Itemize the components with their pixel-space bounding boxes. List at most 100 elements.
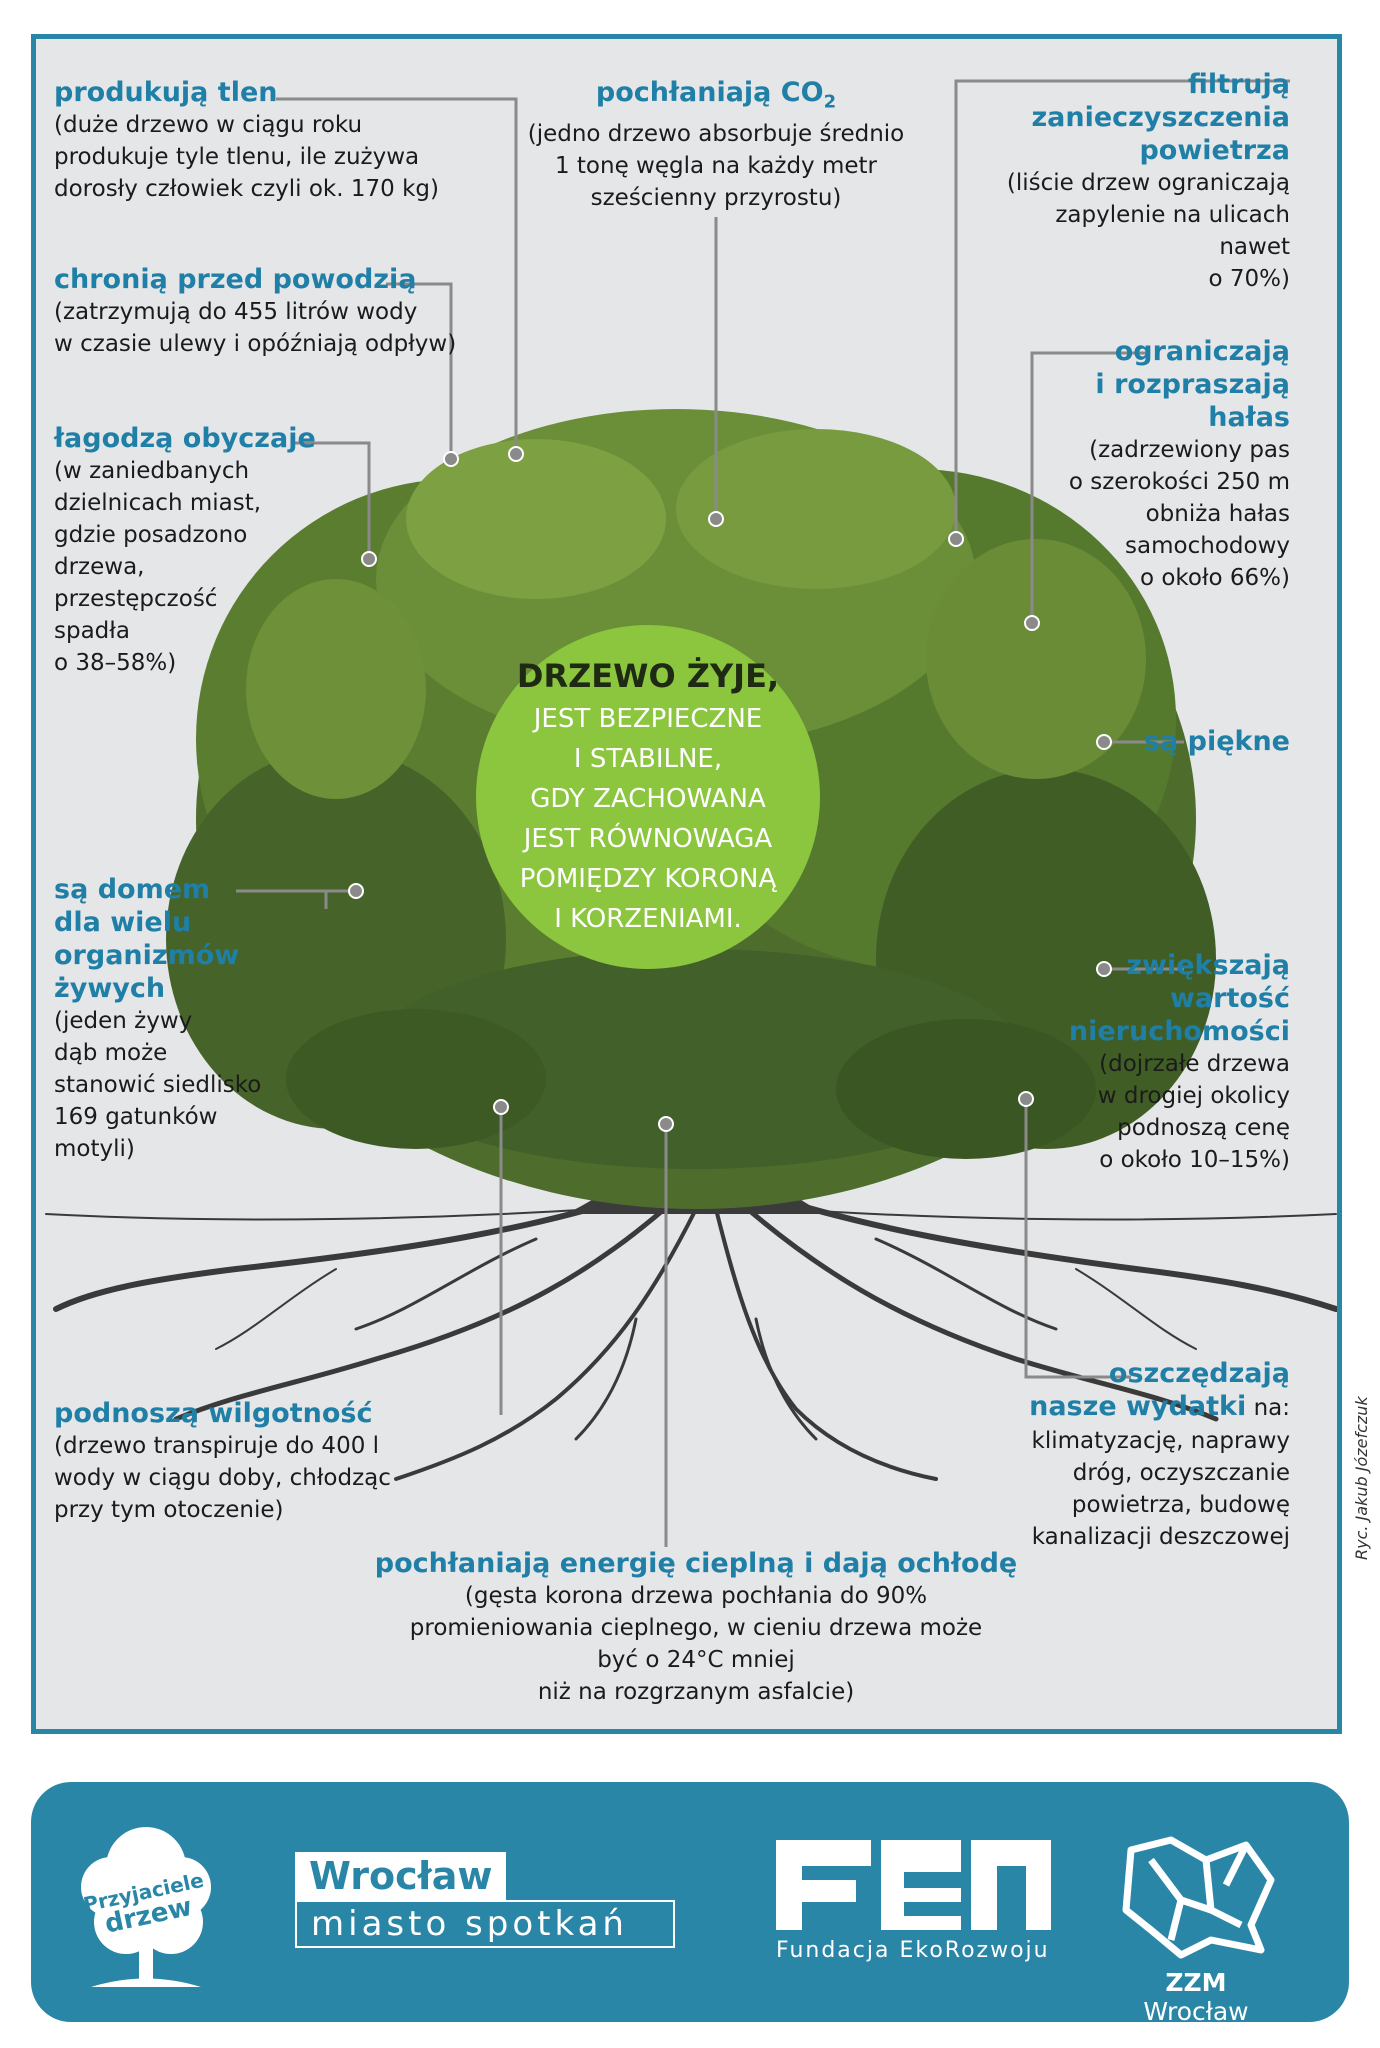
heading-home-4: żywych	[54, 973, 166, 1004]
heading-noise-2: i rozpraszają hałas	[1095, 369, 1290, 433]
label-flood: chronią przed powodzią (zatrzymują do 45…	[54, 263, 456, 360]
desc-manners-2: dzielnicach miast,	[54, 490, 262, 516]
label-co2: pochłaniają CO2 (jedno drzewo absorbuje …	[516, 76, 916, 214]
label-filter: filtrują zanieczyszczenia powietrza (liś…	[996, 68, 1290, 295]
desc-manners-7: o 38–58%)	[54, 650, 177, 676]
zzm-logo-icon	[1122, 1836, 1275, 1959]
desc-flood-2: w czasie ulewy i opóźniają odpływ)	[54, 331, 457, 357]
desc-manners-6: spadła	[54, 618, 130, 644]
heading-filter-2: zanieczyszczenia	[1031, 102, 1290, 133]
desc-home-2: dąb może	[54, 1040, 168, 1066]
desc-savings-3: powietrza, budowę	[1071, 1492, 1290, 1518]
desc-manners-3: gdzie posadzono	[54, 522, 248, 548]
desc-oxygen-1: (duże drzewo w ciągu roku	[54, 112, 363, 138]
heading-noise-1: ograniczają	[1114, 336, 1290, 367]
desc-noise-1: (zadrzewiony pas	[1089, 437, 1290, 463]
wroclaw-logo-top: Wrocław	[295, 1852, 507, 1900]
zzm-bold-text: ZZM	[1165, 1968, 1227, 1997]
feri-logo: feri Fundacja EkoRozwoju	[776, 1840, 1056, 1963]
desc-home-1: (jeden żywy	[54, 1008, 193, 1034]
center-line-1: JEST BEZPIECZNE	[533, 703, 763, 734]
heading-co2-subscript: 2	[823, 91, 837, 113]
label-value: zwiększają wartość nieruchomości (dojrza…	[1056, 949, 1290, 1176]
label-beauty: są piękne	[1136, 725, 1290, 758]
label-humidity: podnoszą wilgotność (drzewo transpiruje …	[54, 1397, 391, 1526]
desc-co2-1: (jedno drzewo absorbuje średnio	[527, 121, 905, 148]
label-noise: ograniczają i rozpraszają hałas (zadrzew…	[1036, 335, 1290, 594]
heading-flood: chronią przed powodzią	[54, 264, 417, 295]
heading-savings-2: nasze wydatki	[1029, 1391, 1247, 1422]
label-manners: łagodzą obyczaje (w zaniedbanych dzielni…	[54, 422, 316, 679]
desc-heat-1: (gęsta korona drzewa pochłania do 90%	[464, 1583, 928, 1609]
heading-co2: pochłaniają CO	[595, 77, 824, 108]
desc-value-2: w drogiej okolicy	[1097, 1083, 1290, 1109]
desc-heat-4: niż na rozgrzanym asfalcie)	[537, 1679, 855, 1705]
infographic-panel: produkują tlen (duże drzewo w ciągu roku…	[31, 34, 1342, 1734]
heading-home-2: dla wielu	[54, 907, 192, 938]
desc-flood-1: (zatrzymują do 455 litrów wody	[54, 299, 418, 325]
desc-savings-1: klimatyzację, naprawy	[1031, 1428, 1290, 1454]
zzm-wroclaw-logo: ZZM Wrocław	[1111, 1830, 1281, 2026]
label-heat: pochłaniają energię cieplną i dają ochło…	[316, 1547, 1076, 1708]
heading-value-1: zwiększają	[1126, 950, 1290, 981]
heading-beauty: są piękne	[1143, 726, 1290, 757]
center-title-tail: ,	[766, 656, 780, 695]
desc-home-4: 169 gatunków	[54, 1104, 218, 1130]
desc-manners-5: przestępczość	[54, 586, 218, 612]
label-savings: oszczędzają nasze wydatki na: klimatyzac…	[996, 1357, 1290, 1553]
label-oxygen: produkują tlen (duże drzewo w ciągu roku…	[54, 76, 439, 205]
desc-home-3: stanowić siedlisko	[54, 1072, 262, 1098]
desc-oxygen-3: dorosły człowiek czyli ok. 170 kg)	[54, 176, 439, 202]
heading-humidity: podnoszą wilgotność	[54, 1398, 373, 1429]
desc-value-4: o około 10–15%)	[1099, 1147, 1290, 1173]
desc-home-5: motyli)	[54, 1136, 135, 1162]
desc-filter-2: zapylenie na ulicach nawet	[1055, 202, 1290, 260]
center-line-2: I STABILNE,	[573, 743, 723, 774]
heading-manners: łagodzą obyczaje	[54, 423, 316, 454]
heading-value-3: nieruchomości	[1068, 1016, 1290, 1047]
heading-savings-tail: na:	[1246, 1395, 1290, 1421]
footer-logos-bar: Przyjaciele drzew Wrocław miasto spotkań…	[31, 1782, 1349, 2026]
center-line-6: I KORZENIAMI.	[554, 903, 742, 934]
center-line-5: POMIĘDZY KORONĄ	[519, 863, 777, 894]
label-home: są domem dla wielu organizmów żywych (je…	[54, 873, 261, 1165]
heading-home-3: organizmów	[54, 940, 240, 971]
desc-manners-1: (w zaniedbanych	[54, 458, 250, 484]
desc-savings-2: dróg, oczyszczanie	[1072, 1460, 1290, 1486]
illustration-credit: Ryc. Jakub Józefczuk	[1352, 1396, 1371, 1560]
roots-illustration	[45, 1186, 1337, 1481]
connector-lines	[236, 79, 1290, 1547]
wroclaw-logo-bottom: miasto spotkań	[295, 1900, 675, 1948]
przyjaciele-drzew-logo: Przyjaciele drzew	[71, 1812, 221, 2002]
desc-co2-3: sześcienny przyrostu)	[590, 185, 842, 212]
desc-filter-3: o 70%)	[1208, 266, 1290, 292]
heading-oxygen: produkują tlen	[54, 77, 278, 108]
desc-noise-2: o szerokości 250 m	[1068, 469, 1290, 495]
heading-filter-1: filtrują	[1187, 69, 1290, 100]
wroclaw-logo: Wrocław miasto spotkań	[295, 1852, 675, 1948]
desc-co2-2: 1 tonę węgla na każdy metr	[554, 153, 878, 180]
desc-value-1: (dojrzałe drzewa	[1099, 1051, 1290, 1077]
desc-humidity-1: (drzewo transpiruje do 400 l	[54, 1433, 380, 1459]
zzm-rest-text: Wrocław	[1143, 1997, 1249, 2026]
center-message-circle: DRZEWO ŻYJE, JEST BEZPIECZNE I STABILNE,…	[476, 625, 820, 969]
desc-filter-1: (liście drzew ograniczają	[1006, 170, 1290, 196]
desc-heat-3: być o 24°C mniej	[597, 1647, 795, 1673]
desc-noise-4: samochodowy	[1125, 533, 1290, 559]
feri-logo-mark: feri	[776, 1840, 1051, 1930]
tree-logo-icon	[81, 1827, 211, 1987]
desc-noise-5: o około 66%)	[1139, 565, 1290, 591]
desc-heat-2: promieniowania cieplnego, w cieniu drzew…	[409, 1615, 983, 1641]
desc-manners-4: drzewa,	[54, 554, 145, 580]
feri-logo-subtitle: Fundacja EkoRozwoju	[776, 1938, 1050, 1963]
center-line-4: JEST RÓWNOWAGA	[523, 823, 773, 854]
heading-filter-3: powietrza	[1139, 135, 1290, 166]
heading-heat: pochłaniają energię cieplną i dają ochło…	[374, 1548, 1018, 1579]
desc-humidity-2: wody w ciągu doby, chłodząc	[54, 1465, 391, 1491]
desc-savings-4: kanalizacji deszczowej	[1031, 1524, 1290, 1550]
desc-humidity-3: przy tym otoczenie)	[54, 1497, 284, 1523]
desc-oxygen-2: produkuje tyle tlenu, ile zużywa	[54, 144, 420, 170]
center-line-3: GDY ZACHOWANA	[530, 783, 766, 814]
center-title: DRZEWO ŻYJE	[516, 656, 767, 695]
desc-noise-3: obniża hałas	[1145, 501, 1290, 527]
